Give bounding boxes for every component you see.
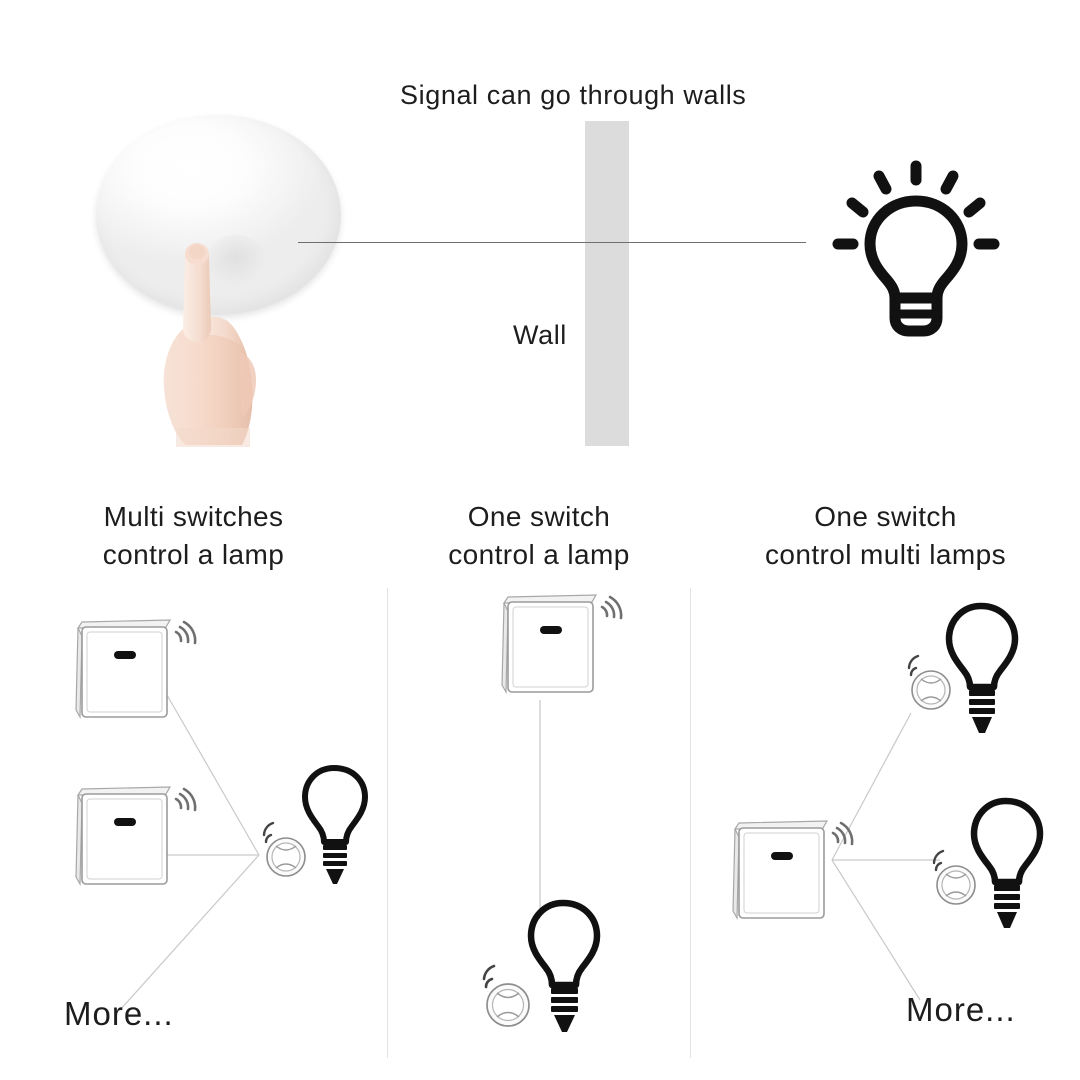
panel-one-switch-control-multi-lamps: One switch control multi lamps: [691, 470, 1080, 1080]
panel-divider-1: [387, 588, 388, 1058]
signal-through-wall-diagram: Signal can go through walls: [0, 0, 1080, 470]
light-bulb-icon: [826, 158, 1006, 343]
wall-label: Wall: [513, 320, 567, 350]
more-label: More...: [906, 991, 1016, 1028]
wall-switch-panel-icon[interactable]: [66, 781, 197, 887]
usage-scenarios: Multi switches control a lamp One switch…: [0, 470, 1080, 1080]
wall-switch-panel-icon[interactable]: [492, 589, 623, 695]
wall-switch-panel-icon[interactable]: [723, 815, 854, 921]
panel-multi-switches-control-a-lamp: Multi switches control a lamp: [0, 470, 387, 1080]
panel-one-switch-control-a-lamp: One switch control a lamp: [388, 470, 690, 1080]
signal-caption: Signal can go through walls: [400, 80, 747, 110]
panel-title: One switch control a lamp: [448, 501, 630, 570]
lamp-with-receiver: [930, 795, 1060, 935]
lamp-with-receiver: [478, 895, 613, 1055]
panel-divider-2: [690, 588, 691, 1058]
lamp-with-receiver: [260, 760, 375, 900]
lamp-with-receiver: [905, 600, 1035, 740]
more-label: More...: [64, 995, 174, 1032]
panel-title: Multi switches control a lamp: [102, 501, 285, 570]
wall-block: [585, 121, 629, 446]
signal-path-line: [298, 242, 806, 243]
wall-switch-panel-icon[interactable]: [66, 614, 197, 720]
panel-title: One switch control multi lamps: [764, 501, 1006, 570]
hand-pressing-icon: [150, 232, 280, 447]
round-remote-switch[interactable]: [96, 115, 341, 315]
